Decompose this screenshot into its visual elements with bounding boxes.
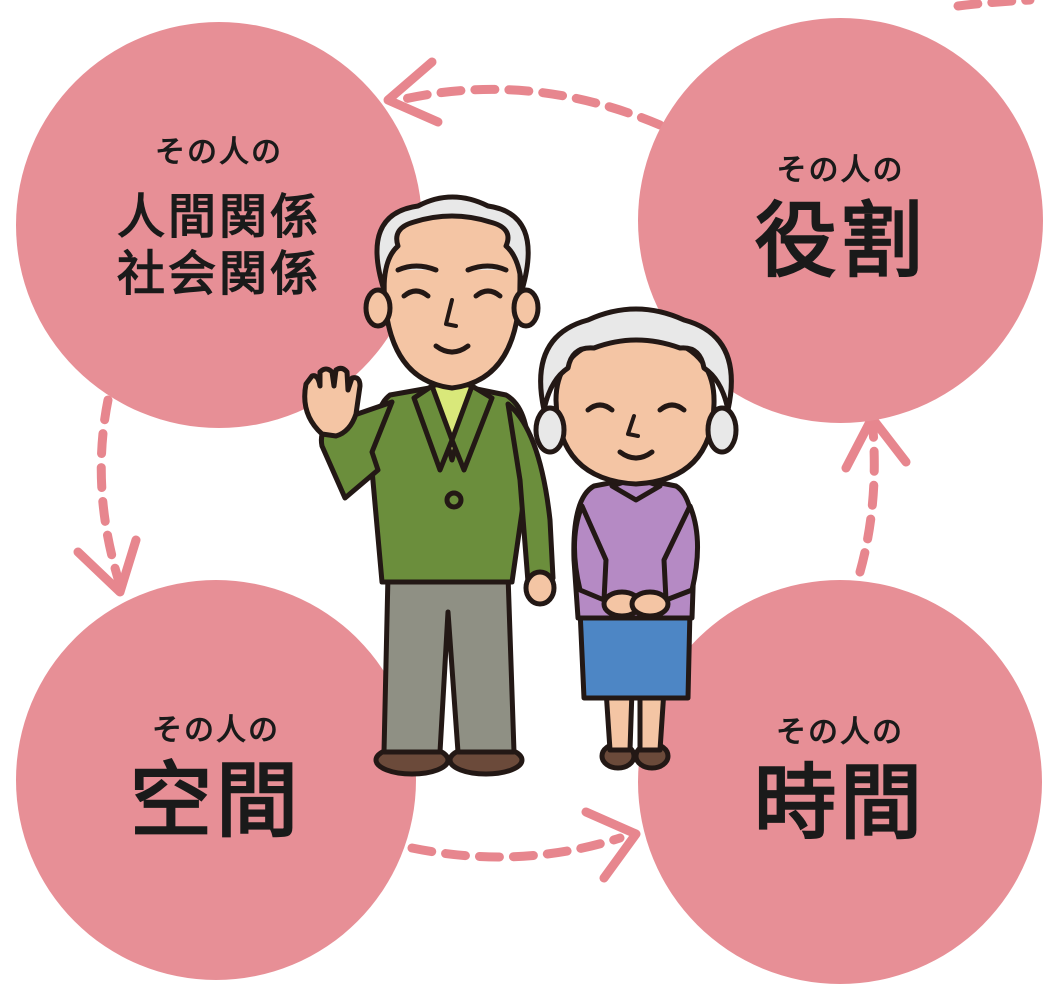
circle-space: その人の 空間 xyxy=(16,580,416,980)
arrow-relationships-to-space xyxy=(96,395,125,590)
arrow-time-to-role xyxy=(855,413,879,577)
arrow-role-to-relationships xyxy=(395,84,665,130)
arrowhead-left xyxy=(73,535,141,597)
arrow-space-to-time xyxy=(407,833,625,862)
role-prefix: その人の xyxy=(776,153,905,189)
space-prefix: その人の xyxy=(152,712,280,748)
time-label: 時間 xyxy=(753,755,926,851)
role-label: 役割 xyxy=(754,194,927,290)
time-prefix: その人の xyxy=(776,714,904,750)
elderly-man-figure xyxy=(302,194,557,777)
arrowhead-bottom xyxy=(581,807,641,883)
elderly-woman-figure xyxy=(533,306,739,771)
arrow-partial-top-right xyxy=(953,0,1035,11)
circle-role: その人の 役割 xyxy=(638,18,1043,423)
circle-relationships: その人の 人間関係 社会関係 xyxy=(16,22,422,428)
space-label: 空間 xyxy=(129,753,302,849)
relationships-prefix: その人の xyxy=(155,135,283,171)
relationships-line2: 社会関係 xyxy=(116,246,321,302)
circle-time: その人の 時間 xyxy=(638,580,1042,984)
relationships-line1: 人間関係 xyxy=(116,189,321,246)
arrowhead-top xyxy=(383,57,443,127)
